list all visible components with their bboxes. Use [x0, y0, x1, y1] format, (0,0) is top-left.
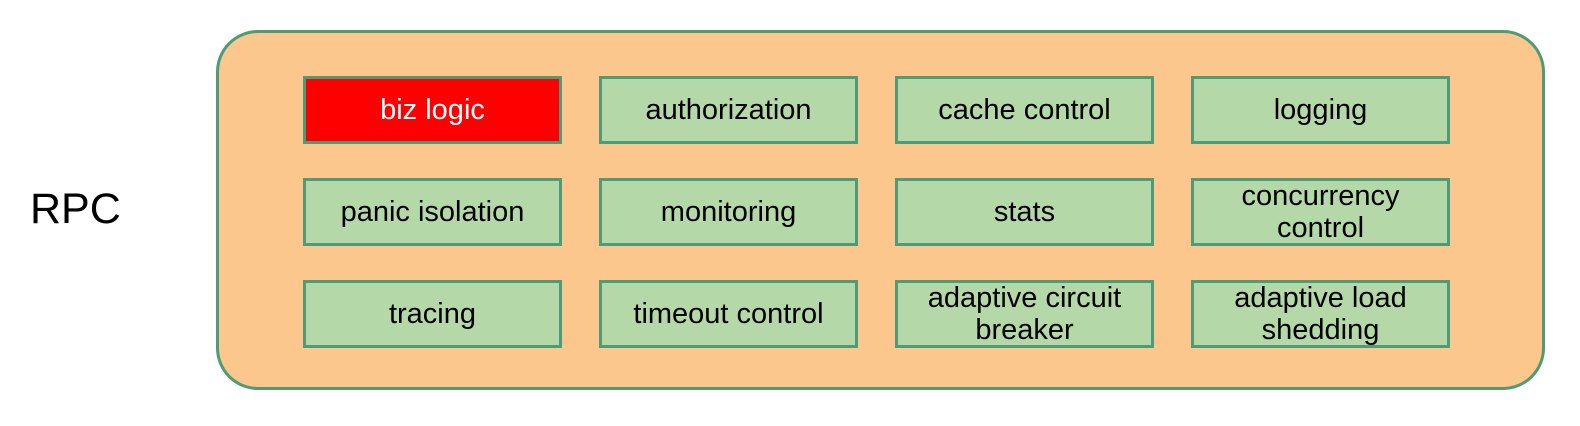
middleware-box-logging[interactable]: logging	[1191, 76, 1450, 144]
middleware-box-label: adaptive load shedding	[1234, 281, 1407, 346]
middleware-box-authorization[interactable]: authorization	[599, 76, 858, 144]
middleware-box-label: adaptive circuit breaker	[927, 281, 1122, 346]
middleware-box-adaptive-circuit-breaker[interactable]: adaptive circuit breaker	[895, 280, 1154, 348]
middleware-box-biz-logic[interactable]: biz logic	[303, 76, 562, 144]
middleware-box-adaptive-load-shedding[interactable]: adaptive load shedding	[1191, 280, 1450, 348]
middleware-grid: biz logic authorization cache control lo…	[303, 76, 1451, 348]
middleware-box-panic-isolation[interactable]: panic isolation	[303, 178, 562, 246]
rpc-middleware-container: biz logic authorization cache control lo…	[216, 30, 1545, 390]
middleware-box-stats[interactable]: stats	[895, 178, 1154, 246]
rpc-group-label: RPC	[30, 185, 121, 233]
middleware-box-label: cache control	[938, 93, 1111, 126]
middleware-box-tracing[interactable]: tracing	[303, 280, 562, 348]
middleware-box-label: tracing	[388, 297, 477, 330]
middleware-box-timeout-control[interactable]: timeout control	[599, 280, 858, 348]
middleware-box-label: stats	[993, 195, 1056, 228]
middleware-box-concurrency-control[interactable]: concurrency control	[1191, 178, 1450, 246]
middleware-box-label: logging	[1273, 93, 1368, 126]
middleware-box-label: panic isolation	[340, 195, 525, 228]
middleware-box-cache-control[interactable]: cache control	[895, 76, 1154, 144]
middleware-box-label: timeout control	[633, 297, 824, 330]
middleware-box-label: biz logic	[380, 93, 485, 126]
middleware-box-monitoring[interactable]: monitoring	[599, 178, 858, 246]
middleware-box-label: authorization	[645, 93, 812, 126]
middleware-box-label: concurrency control	[1241, 179, 1400, 244]
middleware-box-label: monitoring	[660, 195, 797, 228]
